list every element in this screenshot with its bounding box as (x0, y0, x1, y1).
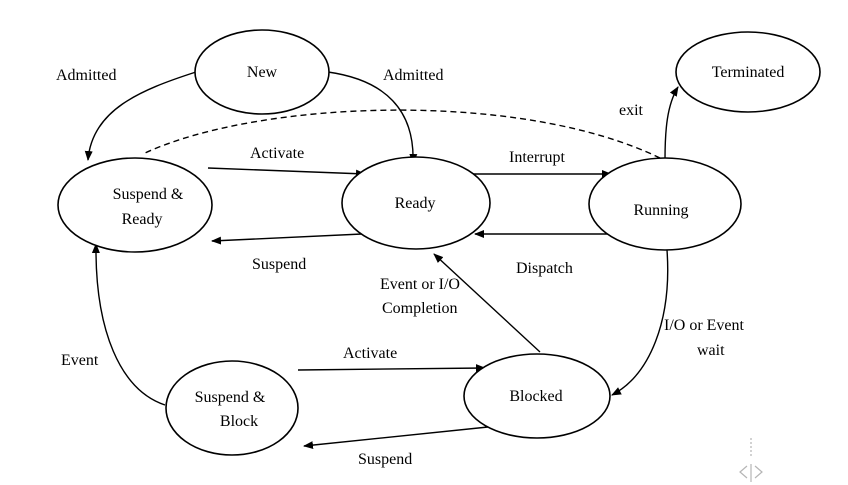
edge-blocked-to-ready (433, 253, 541, 353)
label-dispatch: Dispatch (516, 260, 573, 277)
state-suspend-ready-label-line1: Suspend & (113, 186, 184, 203)
state-ready-label: Ready (395, 195, 436, 212)
state-ready: Ready (341, 156, 491, 250)
state-suspend-ready: Suspend & Ready (57, 157, 213, 253)
label-event-io-line2: Completion (382, 300, 458, 317)
state-blocked-label: Blocked (509, 388, 562, 405)
label-io-event-wait-line2: wait (697, 342, 725, 359)
state-suspend-block-label-line2: Block (220, 413, 258, 430)
label-event-io-line1: Event or I/O (380, 276, 460, 293)
label-event: Event (61, 352, 99, 369)
state-suspend-block-label-line1: Suspend & (195, 389, 266, 406)
state-running: Running (588, 157, 742, 251)
state-suspend-block: Suspend & Block (165, 360, 299, 456)
nav-arrows-icon[interactable] (739, 438, 763, 482)
edge-suspend-ready-to-ready (207, 167, 366, 178)
state-terminated: Terminated (675, 31, 821, 113)
edge-running-to-blocked (611, 249, 669, 396)
label-io-event-wait-line1: I/O or Event (664, 317, 745, 334)
edge-new-to-ready (327, 71, 418, 164)
edge-suspend-block-to-blocked (297, 364, 486, 373)
state-suspend-ready-label-line2: Ready (122, 211, 163, 228)
label-exit: exit (619, 102, 644, 119)
label-admitted-left: Admitted (56, 67, 116, 84)
label-activate-bottom: Activate (343, 345, 397, 362)
label-suspend-mid: Suspend (252, 256, 306, 273)
label-suspend-bottom: Suspend (358, 451, 412, 468)
state-blocked: Blocked (463, 353, 611, 439)
state-new: New (194, 29, 330, 115)
state-terminated-label: Terminated (712, 64, 785, 81)
label-interrupt: Interrupt (509, 149, 566, 166)
state-new-label: New (247, 64, 278, 81)
edge-ready-to-suspend-ready (211, 233, 363, 245)
state-running-label: Running (633, 202, 688, 219)
label-admitted-right: Admitted (383, 67, 443, 84)
edge-blocked-to-suspend-block (303, 426, 489, 450)
edge-suspend-block-to-suspend-ready (91, 243, 166, 406)
edge-new-to-suspend-ready (84, 71, 197, 161)
edge-running-to-terminated (664, 86, 679, 161)
edge-running-to-suspend-ready-dashed (144, 109, 661, 159)
label-activate-top: Activate (250, 145, 304, 162)
